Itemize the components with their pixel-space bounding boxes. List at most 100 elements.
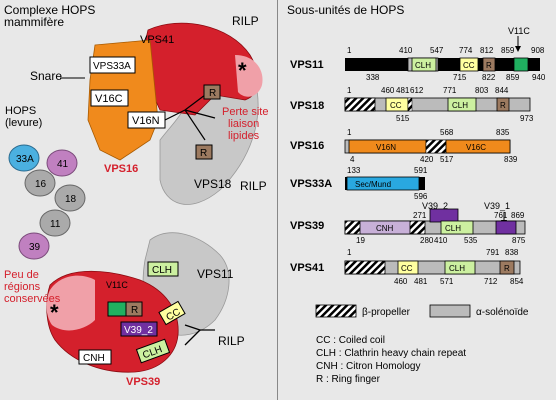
num: 822 [482, 73, 496, 82]
vps11-clh: CLH [415, 61, 431, 70]
vps39-row-label: VPS39 [290, 220, 324, 232]
num: 515 [396, 114, 410, 123]
vps41-row-label: VPS41 [290, 262, 324, 274]
r-label-vps11: R [131, 305, 138, 316]
v16c-box [90, 89, 129, 107]
num: 774 [459, 46, 473, 55]
num: 839 [504, 155, 518, 164]
abbr-clh: CLH : Clathrin heavy chain repeat [316, 348, 466, 359]
v11c-label: V11C [106, 280, 128, 290]
yeast-16-label: 16 [35, 179, 47, 190]
vps39-pink-region [46, 275, 95, 331]
num: 410 [399, 46, 413, 55]
num: 854 [510, 277, 524, 286]
num: 410 [434, 236, 448, 245]
vps16-row-label: VPS16 [290, 140, 324, 152]
r-label-vps18: R [200, 148, 207, 159]
vps18-label: VPS18 [194, 177, 232, 191]
num: 460 [394, 277, 408, 286]
abbr-r: R : Ring finger [316, 374, 381, 385]
vps39-cnh: CNH [376, 224, 394, 233]
yeast-16 [24, 169, 56, 197]
vps33a-row-label: VPS33A [290, 178, 332, 190]
legend-beta: β-propeller [362, 307, 411, 318]
hops-line1: HOPS [5, 105, 36, 117]
perte-line1: Perte site [222, 106, 268, 118]
num: 771 [443, 86, 457, 95]
vps39-label: VPS39 [126, 376, 160, 388]
peu-line1: Peu de [4, 269, 39, 281]
num: 1 [347, 128, 352, 137]
num: 1 [347, 46, 352, 55]
num: 869 [511, 211, 525, 220]
num: 571 [440, 277, 454, 286]
num: 420 [420, 155, 434, 164]
clh-label-vps11: CLH [152, 265, 172, 276]
left-title-line1: Complexe HOPS [4, 3, 95, 17]
num: 535 [464, 236, 478, 245]
snare-label: Snare [30, 69, 62, 83]
vps11-label: VPS11 [197, 267, 234, 281]
r-box-vps18 [195, 144, 213, 160]
link-line [184, 109, 216, 119]
star-top: * [238, 58, 247, 83]
legend-beta-swatch [315, 304, 357, 318]
num: 875 [512, 236, 526, 245]
cnh-label: CNH [83, 353, 105, 364]
peu-line3: conservées [4, 293, 61, 305]
r-label-vps41: R [209, 88, 216, 99]
num: 940 [532, 73, 546, 82]
num: 761 [494, 211, 508, 220]
abbr-cc: CC : Coiled coil [316, 335, 385, 346]
num: 973 [520, 114, 534, 123]
v39-2-top: V39_2 [422, 201, 448, 211]
hops-line2: (levure) [5, 117, 42, 129]
vps16-v16c: V16C [466, 143, 486, 152]
num: 460 [381, 86, 395, 95]
rilp-top: RILP [232, 14, 259, 28]
num: 791 [486, 248, 500, 257]
left-title-line2: mammifère [4, 15, 64, 29]
vps41-r: R [504, 264, 510, 273]
vps39-clh: CLH [445, 224, 461, 233]
vps16-label: VPS16 [104, 163, 138, 175]
vps18-row-label: VPS18 [290, 100, 324, 112]
yeast-18-label: 18 [65, 194, 77, 205]
vps41-label: VPS41 [140, 34, 174, 46]
vps11-row-label: VPS11 [290, 59, 324, 71]
clh-box-vps11 [147, 261, 179, 277]
perte-line3: lipides [228, 130, 260, 142]
star-bottom: * [50, 300, 59, 325]
cnh-box [78, 349, 112, 365]
num: 4 [350, 155, 355, 164]
yeast-11 [39, 209, 71, 237]
v39-1-top: V39_1 [484, 201, 510, 211]
num: 612 [410, 86, 424, 95]
v16c-label: V16C [95, 93, 123, 105]
vps18-r: R [500, 101, 506, 110]
peu-line2: régions [4, 281, 41, 293]
vps16-v16n: V16N [376, 143, 396, 152]
vps11-r: R [486, 61, 492, 70]
num: 712 [484, 277, 498, 286]
perte-line2: liaison [228, 118, 259, 130]
num: 812 [480, 46, 494, 55]
rilp-bottom: RILP [218, 334, 245, 348]
num: 596 [414, 192, 428, 201]
vps18-cc: CC [390, 101, 402, 110]
num: 838 [505, 248, 519, 257]
num: 19 [356, 236, 365, 245]
num: 1 [347, 248, 352, 257]
abbr-cnh: CNH : Citron Homology [316, 361, 420, 372]
num: 835 [496, 128, 510, 137]
vps11-bar [345, 58, 540, 71]
num: 844 [495, 86, 509, 95]
r-box-vps41 [203, 84, 221, 100]
link-line [164, 109, 186, 121]
num: 803 [475, 86, 489, 95]
v11c-top: V11C [508, 26, 530, 36]
legend-alpha: α-solénoïde [476, 307, 529, 318]
yeast-33a-label: 33A [16, 154, 34, 165]
v16n-label: V16N [132, 115, 160, 127]
